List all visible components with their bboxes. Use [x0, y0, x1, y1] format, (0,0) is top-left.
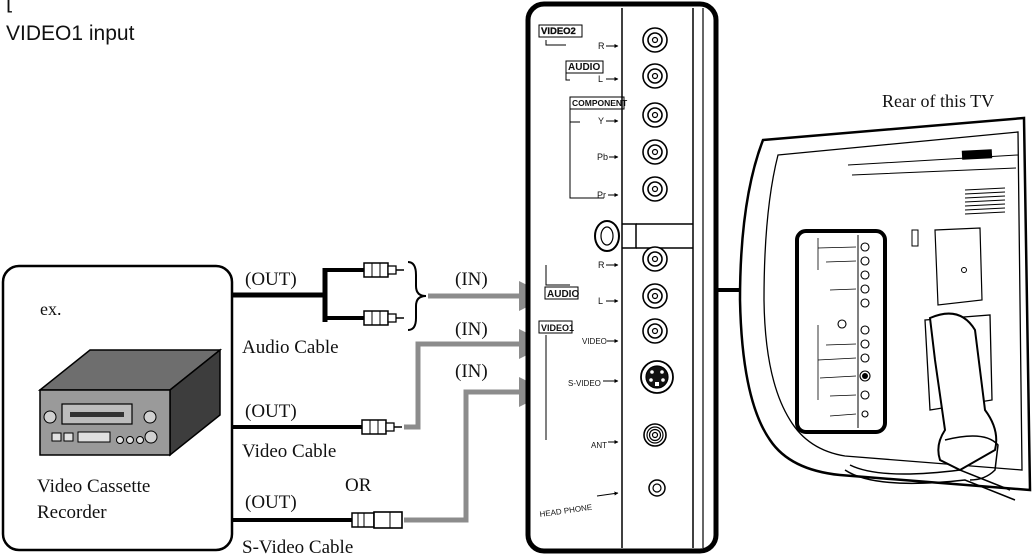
video1-label: VIDEO1	[541, 323, 574, 333]
video-cable-label: Video Cable	[242, 441, 336, 462]
rca-plug-top	[363, 262, 404, 278]
s-video-in-label: (IN)	[455, 361, 488, 382]
rca-jack-l-video2	[642, 63, 668, 89]
header-bracket: [	[6, 0, 12, 13]
section-subtitle: VIDEO1 input	[6, 22, 135, 45]
terminal-panel: VIDEO2 AUDIO COMPONENT R L Y Pb Pr R AUD…	[525, 1, 719, 554]
video-cable	[232, 329, 549, 435]
label-ant: ANT	[591, 441, 607, 450]
video-out-label: (OUT)	[245, 401, 297, 422]
tv-rear-icon	[738, 116, 1032, 501]
label-s-video: S-VIDEO	[568, 379, 601, 388]
rca-plug-bottom	[363, 310, 404, 326]
video2-label: VIDEO2	[541, 26, 576, 37]
rca-jack-video	[642, 318, 668, 344]
audio-cable-label: Audio Cable	[242, 337, 339, 358]
rca-jack-r-video1	[642, 246, 668, 272]
s-video-cable	[232, 377, 549, 529]
or-label: OR	[345, 475, 372, 496]
label-r-top: R	[598, 41, 605, 51]
vcr-name-line1: Video Cassette	[37, 476, 150, 497]
video-arrow	[404, 329, 549, 430]
s-video-cable-label: S-Video Cable	[242, 537, 353, 558]
rca-jack-pr	[642, 176, 668, 202]
label-l-bottom: L	[598, 296, 603, 306]
rca-jack-r-video2	[642, 27, 668, 53]
rear-label: Rear of this TV	[882, 91, 994, 111]
audio-in-label: (IN)	[455, 269, 488, 290]
component-label: COMPONENT	[572, 98, 628, 108]
audio2-label: AUDIO	[568, 62, 600, 73]
label-pr: Pr	[597, 190, 606, 200]
example-label: ex.	[40, 299, 62, 319]
antenna-jack	[643, 423, 667, 447]
panel-brackets	[545, 40, 604, 440]
rca-jack-pb	[642, 139, 668, 165]
label-r-bottom: R	[598, 260, 605, 270]
vcr-icon	[37, 348, 223, 457]
s-video-plug	[351, 511, 403, 529]
label-video: VIDEO	[582, 337, 607, 346]
s-video-out-label: (OUT)	[245, 492, 297, 513]
audio-out-label: (OUT)	[245, 269, 297, 290]
rca-jack-y	[642, 102, 668, 128]
label-pb: Pb	[597, 152, 608, 162]
s-video-jack	[640, 360, 674, 394]
headphone-jack	[648, 479, 666, 497]
vcr-name-line2: Recorder	[37, 502, 107, 523]
audio1-label: AUDIO	[547, 289, 579, 300]
rca-plug-video	[361, 419, 402, 435]
curly-brace	[407, 261, 427, 331]
s-video-arrow	[404, 377, 549, 523]
label-y: Y	[598, 116, 604, 126]
video-in-label: (IN)	[455, 319, 488, 340]
rca-jack-l-video1	[642, 283, 668, 309]
label-l-top: L	[598, 74, 603, 84]
